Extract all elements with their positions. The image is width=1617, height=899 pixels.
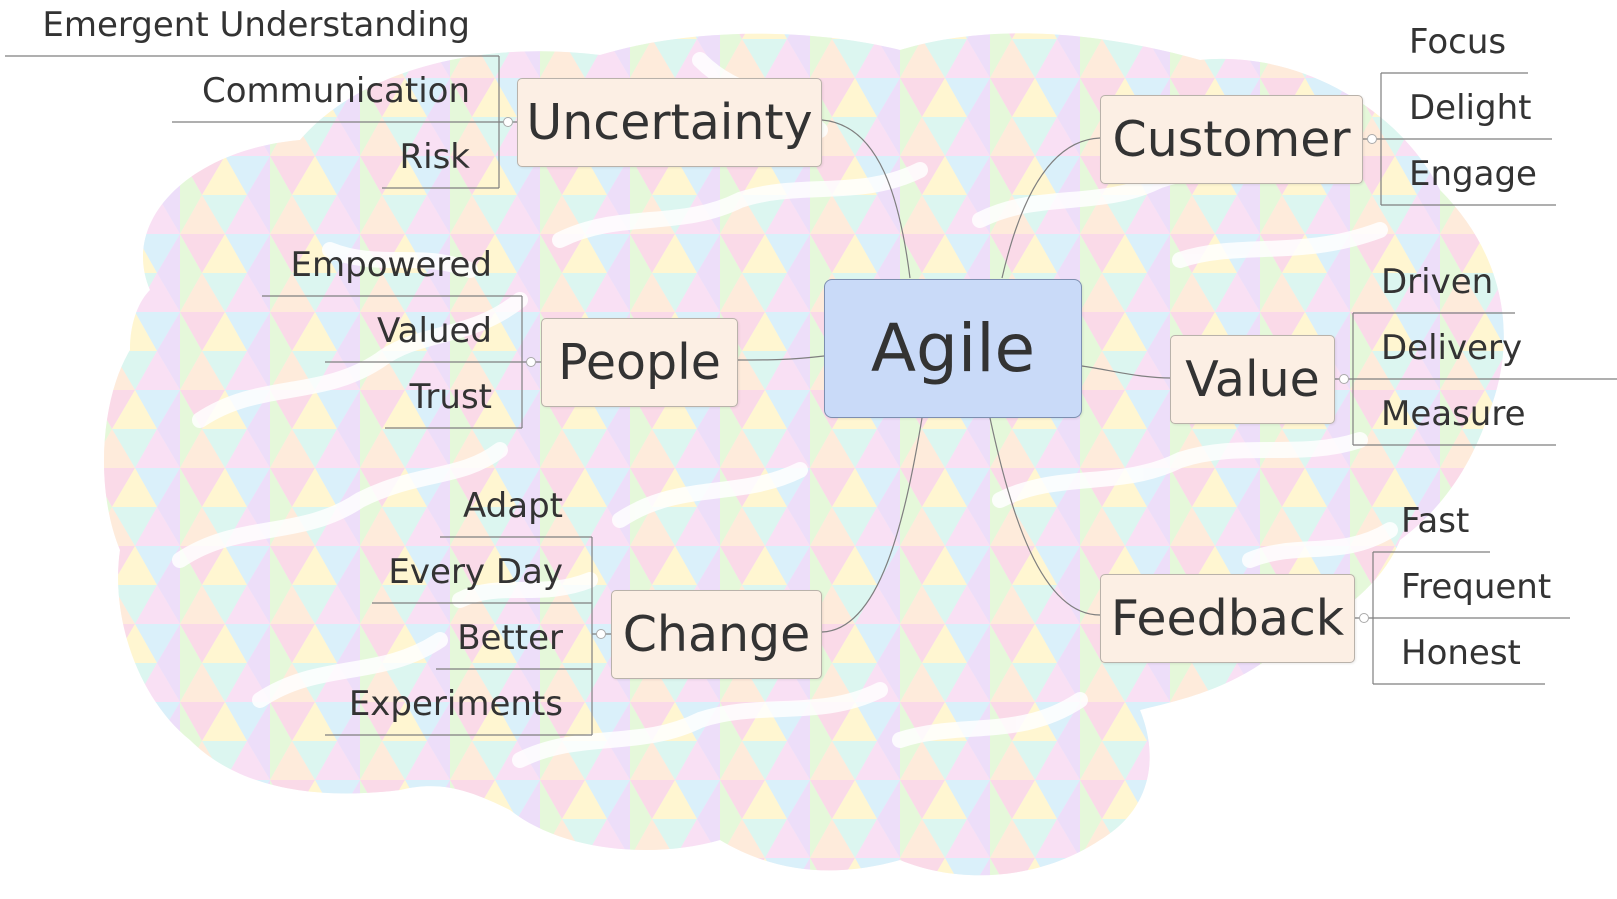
subtopic-fast[interactable]: Fast bbox=[1401, 501, 1470, 541]
subtopic-driven[interactable]: Driven bbox=[1381, 262, 1494, 302]
subtopic-adapt[interactable]: Adapt bbox=[463, 486, 563, 526]
topic-change-label: Change bbox=[622, 606, 811, 663]
subtopic-valued[interactable]: Valued bbox=[377, 311, 492, 351]
connector-value bbox=[1081, 365, 1171, 379]
collapse-knob-people[interactable] bbox=[526, 357, 536, 367]
subtopic-experiments[interactable]: Experiments bbox=[348, 684, 563, 724]
topic-uncertainty[interactable]: Uncertainty bbox=[517, 78, 822, 167]
subtopic-frequent[interactable]: Frequent bbox=[1401, 567, 1552, 607]
subtopic-focus[interactable]: Focus bbox=[1409, 22, 1507, 62]
topic-uncertainty-label: Uncertainty bbox=[526, 94, 813, 151]
subtopic-risk[interactable]: Risk bbox=[399, 137, 470, 177]
subtopic-honest[interactable]: Honest bbox=[1401, 633, 1521, 673]
collapse-knob-feedback[interactable] bbox=[1359, 613, 1369, 623]
topic-feedback[interactable]: Feedback bbox=[1100, 574, 1355, 663]
subtopic-every-day[interactable]: Every Day bbox=[388, 552, 563, 592]
subtopic-trust[interactable]: Trust bbox=[409, 377, 492, 417]
central-topic-label: Agile bbox=[870, 310, 1036, 387]
topic-customer-label: Customer bbox=[1112, 111, 1351, 168]
subtopic-delight[interactable]: Delight bbox=[1409, 88, 1532, 128]
topic-feedback-label: Feedback bbox=[1110, 590, 1345, 647]
subtopic-communication[interactable]: Communication bbox=[202, 71, 470, 111]
topic-value-label: Value bbox=[1185, 351, 1320, 408]
collapse-knob-value[interactable] bbox=[1339, 374, 1349, 384]
subtopic-better[interactable]: Better bbox=[457, 618, 563, 658]
connector-change bbox=[821, 417, 923, 633]
topic-value[interactable]: Value bbox=[1170, 335, 1335, 424]
connector-customer bbox=[1001, 137, 1101, 279]
connector-feedback bbox=[989, 417, 1101, 616]
topic-people-label: People bbox=[558, 334, 721, 391]
subtopic-emergent-understanding[interactable]: Emergent Understanding bbox=[42, 5, 470, 45]
subtopic-empowered[interactable]: Empowered bbox=[290, 245, 492, 285]
subtopic-engage[interactable]: Engage bbox=[1409, 154, 1537, 194]
central-topic[interactable]: Agile bbox=[824, 279, 1082, 418]
collapse-knob-uncertainty[interactable] bbox=[503, 117, 513, 127]
collapse-knob-change[interactable] bbox=[596, 629, 606, 639]
collapse-knob-customer[interactable] bbox=[1367, 134, 1377, 144]
subtopic-delivery[interactable]: Delivery bbox=[1381, 328, 1523, 368]
topic-change[interactable]: Change bbox=[611, 590, 822, 679]
connector-uncertainty bbox=[821, 119, 911, 279]
topic-people[interactable]: People bbox=[541, 318, 738, 407]
subtopic-measure[interactable]: Measure bbox=[1381, 394, 1526, 434]
connector-people bbox=[737, 355, 825, 361]
topic-customer[interactable]: Customer bbox=[1100, 95, 1363, 184]
